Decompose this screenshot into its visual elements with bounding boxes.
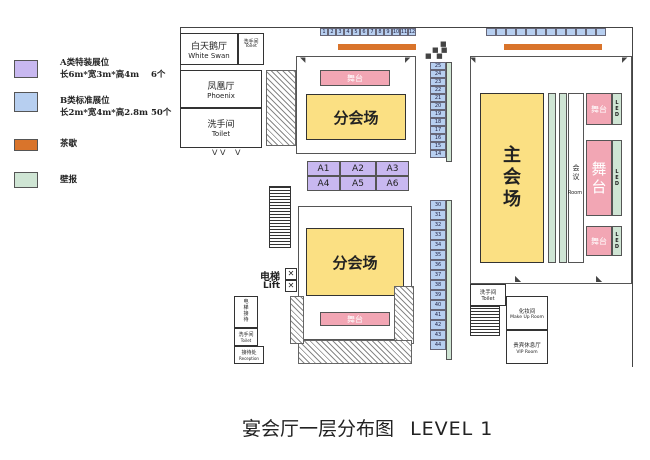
main-hall: 主会场 [480,93,544,263]
reception: 接待处 Reception [234,346,264,364]
white-swan-room: 白天鹅厅 White Swan [180,33,238,65]
legend-poster-swatch [14,172,38,188]
phoenix-room: 凤凰厅 Phoenix [180,70,262,108]
top-booth-strip-left: 1 2 3 4 5 6 7 8 9 10 11 12 [320,28,416,36]
legend-a-spec: 长6m*宽3m*高4m 6个 [60,70,166,80]
vip-room: 贵宾休息厅 VIP Room [506,330,548,364]
lift-label-cn: 电梯 [260,272,280,283]
legend-poster-label: 壁报 [60,175,78,185]
lift-label-en: Lift [263,281,281,291]
stage-upper-sub: 舞台 [320,70,390,86]
lower-sub-hall: 分会场 [306,228,404,296]
legend-tea-label: 茶歇 [60,139,78,149]
makeup-room: 化妆间 Make Up Room [506,296,548,330]
stage-lower-sub: 舞台 [320,312,390,326]
poster-main-2 [559,93,567,263]
toilet-top: 洗手间 Toilet [238,33,264,65]
side-room: 电梯接待 [234,296,258,328]
legend-tea-swatch [14,139,38,151]
legend-b-title: B类标准展位 [60,96,110,106]
toilet-bottom: 洗手间 Toilet [234,328,258,346]
lift-icon-2: ✕ [285,280,297,292]
booth-a2[interactable]: A2 [340,161,376,176]
floor-plan: 白天鹅厅 White Swan 洗手间 Toilet 凤凰厅 Phoenix 洗… [180,27,633,367]
toilet-left: 洗手间 Toilet [180,108,262,148]
poster-board-upper [446,62,452,162]
lift-icon: ✕ [285,268,297,280]
legend-b-swatch [14,92,38,112]
tea-break-top-left [338,44,416,50]
corridor-lower-left [290,296,304,344]
stage-small-bottom: 舞台 [586,226,612,256]
poster-board-lower [446,200,452,360]
legend-a-swatch [14,60,38,78]
booth-a5[interactable]: A5 [340,176,376,191]
corridor-lower-bottom [298,340,412,364]
page-title-en: LEVEL 1 [410,418,494,440]
legend-a-title: A类特装展位 [60,58,110,68]
stage-big: 舞台 [586,140,612,216]
page-title-cn: 宴会厅一层分布图 [242,418,395,440]
stage-control-room: 会议 Room [568,93,584,263]
booth-a1[interactable]: A1 [307,161,340,176]
booth-a6[interactable]: A6 [376,176,409,191]
escalator [269,186,291,248]
corridor-lower-right [394,286,414,344]
legend-b-spec: 长2m*宽4m*高2.8m 50个 [60,108,172,118]
poster-main-1 [548,93,556,263]
booth-a4[interactable]: A4 [307,176,340,191]
upper-sub-hall: 分会场 [306,94,406,140]
top-booth-strip-right [486,28,606,36]
corridor-upper-left [266,70,296,146]
page-title: 宴会厅一层分布图 LEVEL 1 [242,414,493,441]
stage-small-top: 舞台 [586,93,612,125]
toilet-right: 洗手间 Toilet [470,284,506,306]
tea-break-top-right [504,44,602,50]
stairs-right [470,306,500,336]
booth-a3[interactable]: A3 [376,161,409,176]
